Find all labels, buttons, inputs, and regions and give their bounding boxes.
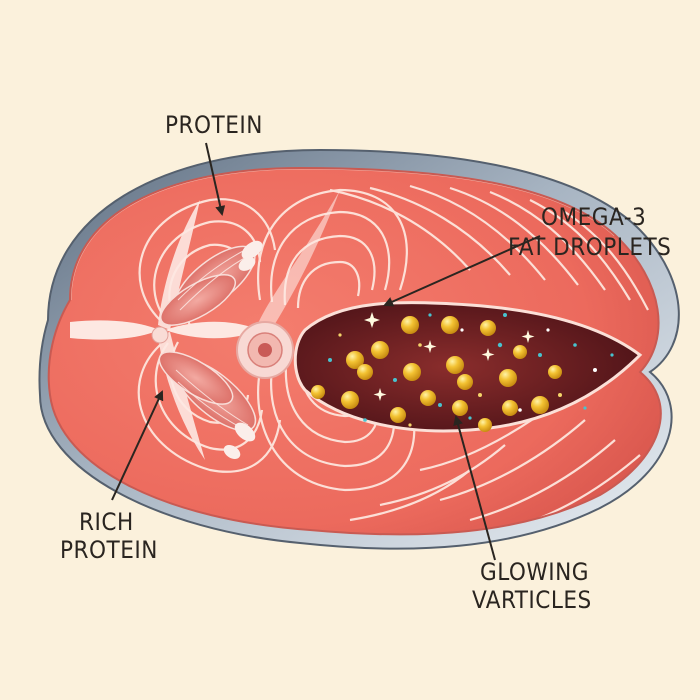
label-protein: PROTEIN <box>165 111 263 139</box>
label-omega-line2: FAT DROPLETS <box>508 233 671 261</box>
rich-protein-arrow <box>111 390 164 501</box>
fat-cavity <box>293 301 643 433</box>
label-glow-line2: VARTICLES <box>472 586 592 614</box>
omega-3-fat-droplets <box>311 316 562 432</box>
salmon-flesh <box>48 168 661 535</box>
leader-lines <box>111 142 541 561</box>
label-glow-line1: GLOWING <box>480 558 589 586</box>
label-rich-line2: PROTEIN <box>60 536 158 564</box>
glowing-particles-arrow <box>453 415 496 561</box>
protein-arrow <box>205 142 226 216</box>
spine <box>236 321 294 379</box>
omega-arrow <box>383 235 541 307</box>
muscle-bundles <box>151 240 263 459</box>
flesh-outline <box>47 166 662 536</box>
label-rich-line1: RICH <box>79 508 134 536</box>
label-omega-line1: OMEGA-3 <box>541 203 646 231</box>
sparkles <box>364 312 535 401</box>
